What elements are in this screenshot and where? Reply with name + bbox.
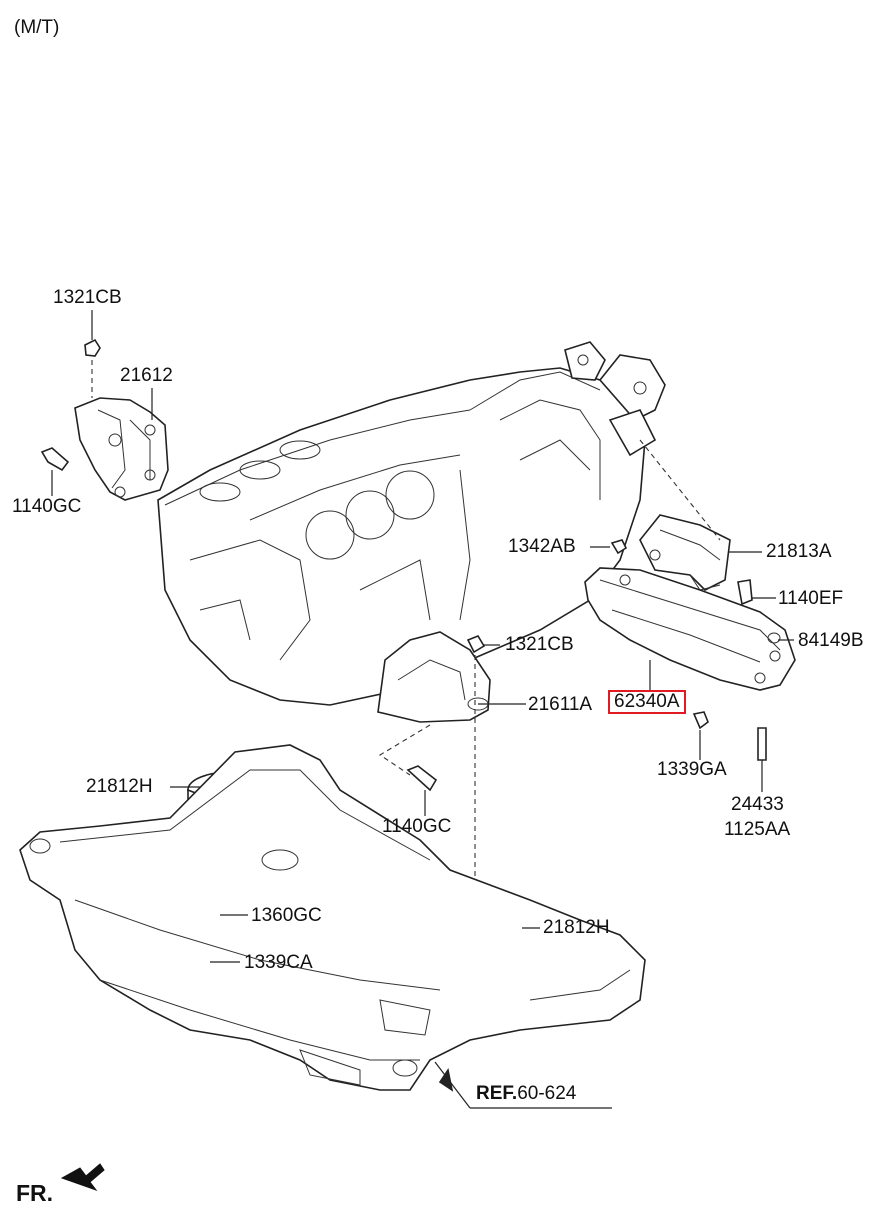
callout-1360GC[interactable]: 1360GC bbox=[251, 905, 322, 926]
callout-21611A[interactable]: 21611A bbox=[528, 694, 593, 715]
callout-21813A[interactable]: 21813A bbox=[766, 541, 832, 562]
reference-number: 60-624 bbox=[517, 1083, 577, 1104]
callout-1125AA[interactable]: 1125AA bbox=[724, 819, 791, 840]
transmission-crossmember-62340A bbox=[584, 567, 796, 761]
leader-lines bbox=[51, 310, 794, 1109]
engine-bracket-21612 bbox=[40, 338, 169, 501]
callout-62340A-highlighted[interactable]: 62340A bbox=[608, 690, 686, 714]
callout-24433[interactable]: 24433 bbox=[731, 794, 784, 815]
reference-label[interactable]: REF.60-624 bbox=[476, 1084, 576, 1104]
transmission-bracket-21813A bbox=[610, 439, 753, 606]
callout-1342AB[interactable]: 1342AB bbox=[508, 536, 576, 557]
callout-1140GC-mid[interactable]: 1140GC bbox=[382, 816, 452, 837]
callout-1140GC-left[interactable]: 1140GC bbox=[12, 496, 82, 517]
callout-1339GA[interactable]: 1339GA bbox=[657, 759, 727, 780]
variant-label: (M/T) bbox=[14, 17, 60, 38]
callout-1140EF[interactable]: 1140EF bbox=[778, 588, 844, 609]
front-subframe bbox=[19, 744, 646, 1091]
engine-bracket-21611A bbox=[377, 631, 491, 910]
callout-1339CA[interactable]: 1339CA bbox=[244, 952, 313, 973]
callout-84149B[interactable]: 84149B bbox=[798, 630, 864, 651]
front-direction-label: FR. bbox=[16, 1180, 54, 1206]
callout-21812H-right[interactable]: 21812H bbox=[543, 917, 610, 938]
callout-21612[interactable]: 21612 bbox=[120, 365, 173, 386]
callout-1321CB-top[interactable]: 1321CB bbox=[53, 287, 122, 308]
callout-21812H-left[interactable]: 21812H bbox=[86, 776, 153, 797]
engine-block bbox=[157, 341, 666, 706]
front-arrow-icon bbox=[60, 1163, 105, 1192]
callout-1321CB-mid[interactable]: 1321CB bbox=[505, 634, 574, 655]
reference-prefix: REF. bbox=[476, 1083, 518, 1104]
